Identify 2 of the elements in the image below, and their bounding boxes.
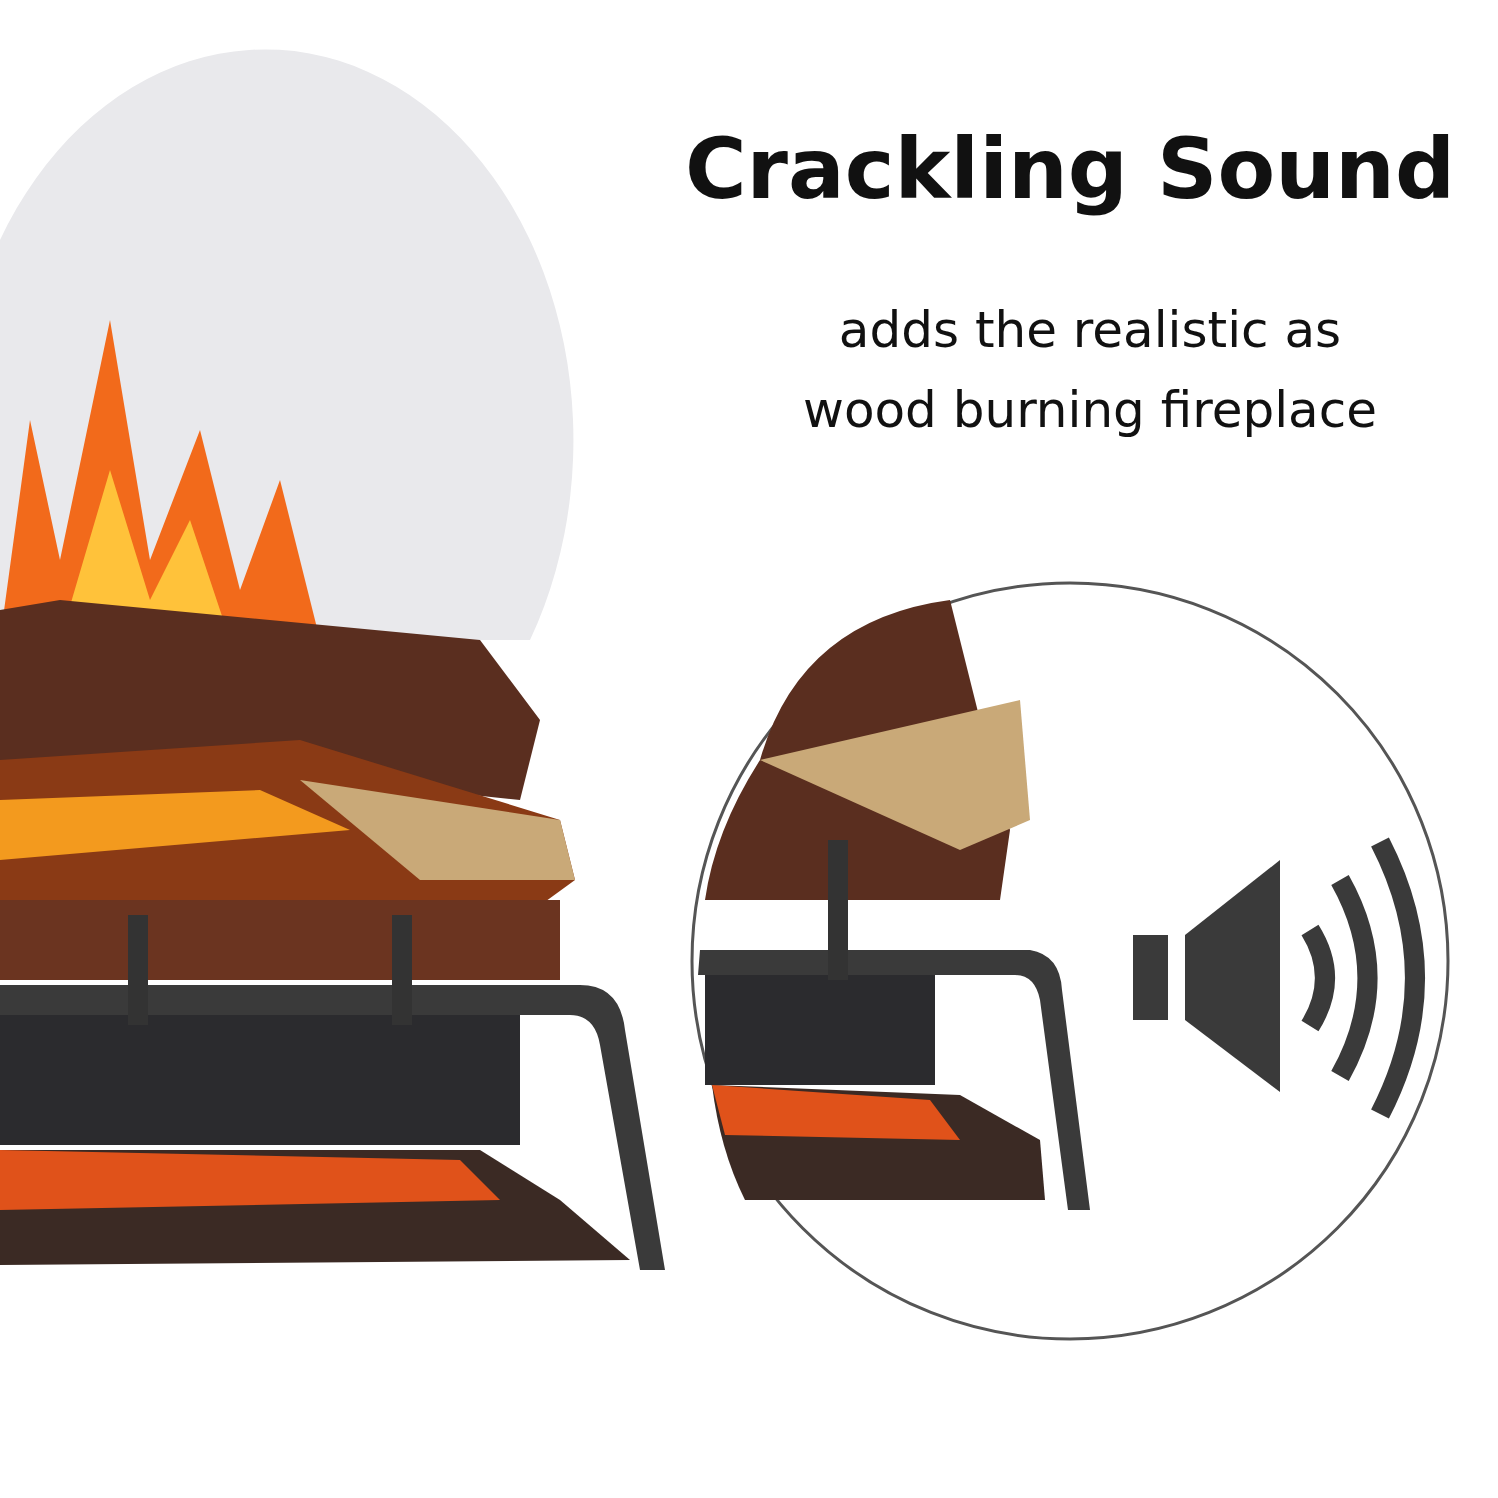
- subtitle-text: adds the realistic as wood burning fireplace: [802, 300, 1378, 441]
- heading: Crackling Sound: [683, 120, 1457, 218]
